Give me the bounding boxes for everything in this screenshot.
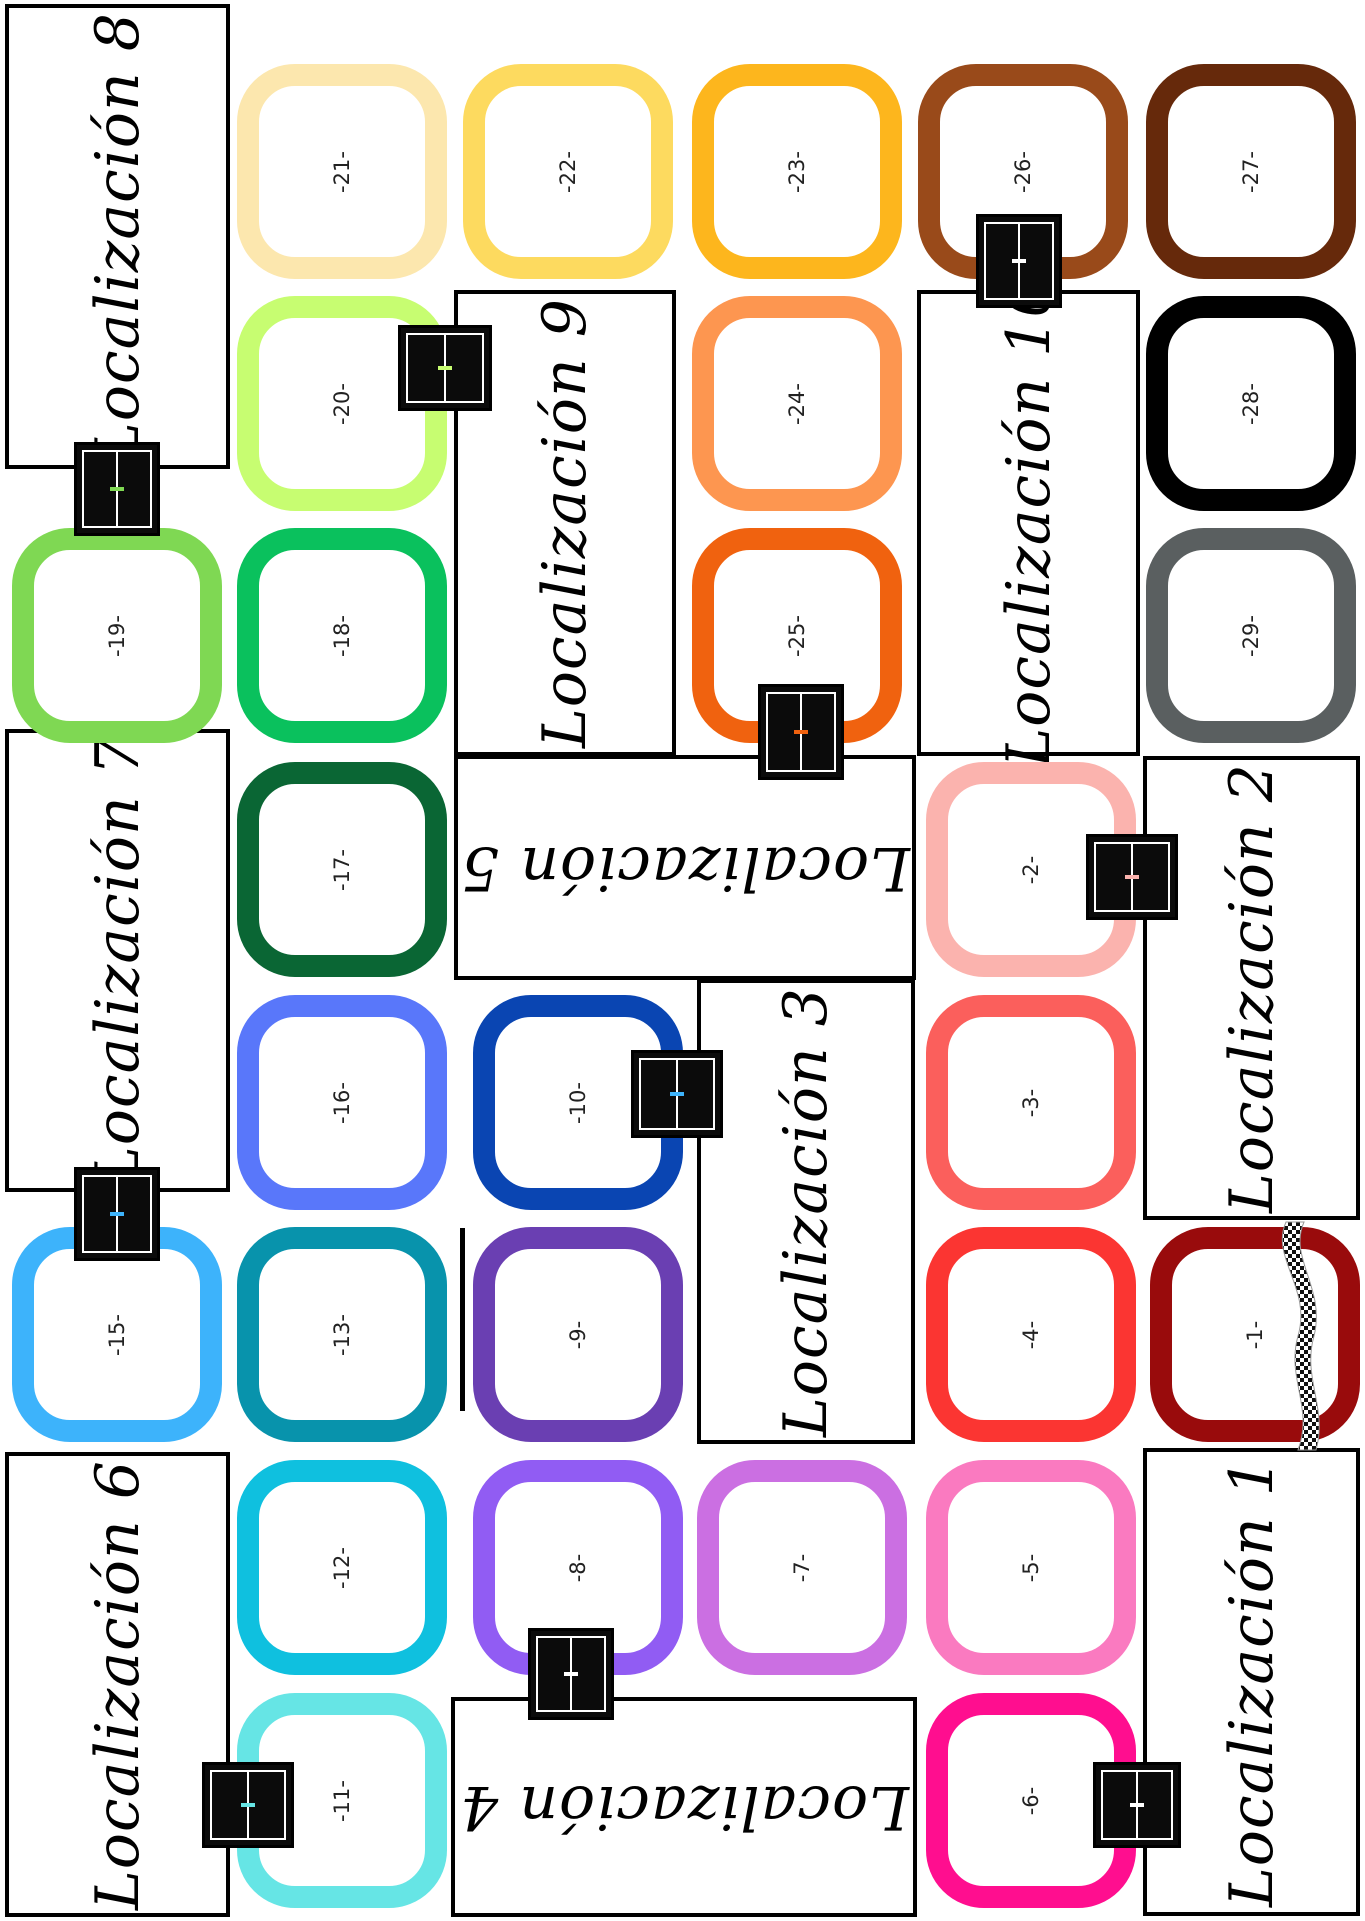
location-label: Localización 2 [1216,763,1287,1213]
tile-number: -3- [1019,1088,1043,1117]
tile-24[interactable]: -24- [692,296,902,511]
location-label: Localización 7 [82,735,153,1186]
tile-number: -27- [1239,150,1263,193]
tile-number: -29- [1239,614,1263,657]
tile-number: -22- [556,150,580,193]
location-8: Localización 8 [5,4,230,469]
door-knob-icon [794,730,808,734]
tile-number: -1- [1243,1320,1267,1349]
tile-number: -7- [790,1553,814,1582]
location-label: Localización 4 [459,1772,909,1842]
tile-28[interactable]: -28- [1146,296,1356,511]
location-label: Localización 1 [1216,1457,1287,1907]
door-tile-25[interactable] [758,684,844,780]
tile-3[interactable]: -3- [926,995,1136,1210]
tile-16[interactable]: -16- [237,995,447,1210]
door-knob-icon [110,1212,124,1216]
location-label: Localización 8 [82,11,153,462]
tile-17[interactable]: -17- [237,762,447,977]
location-2: Localización 2 [1143,756,1360,1220]
door-tile-8[interactable] [528,1628,614,1720]
door-knob-icon [670,1092,684,1096]
tile-8[interactable]: -8- [473,1460,683,1675]
tile-number: -9- [566,1320,590,1349]
tile-number: -17- [330,848,354,891]
door-tile-15[interactable] [74,1167,160,1261]
tile-27[interactable]: -27- [1146,64,1356,279]
tile-number: -20- [330,382,354,425]
tile-number: -6- [1019,1786,1043,1815]
tile-number: -5- [1019,1553,1043,1582]
door-knob-icon [110,487,124,491]
location-10: Localización 10 [917,278,1140,768]
tile-number: -21- [330,150,354,193]
tile-5[interactable]: -5- [926,1460,1136,1675]
tile-18[interactable]: -18- [237,528,447,743]
tile-19[interactable]: -19- [12,528,222,743]
tile-number: -25- [785,614,809,657]
tile-number: -16- [330,1081,354,1124]
tile-number: -2- [1019,855,1043,884]
door-knob-icon [564,1672,578,1676]
tile-4[interactable]: -4- [926,1227,1136,1442]
tile-13[interactable]: -13- [237,1227,447,1442]
door-tile-20[interactable] [398,325,492,411]
door-knob-icon [241,1803,255,1807]
door-knob-icon [438,366,452,370]
location-label: Localización 3 [771,986,841,1437]
door-knob-icon [1125,875,1139,879]
tile-number: -11- [330,1779,354,1822]
tile-12[interactable]: -12- [237,1460,447,1675]
tile-6[interactable]: -6- [926,1693,1136,1908]
door-knob-icon [1130,1803,1144,1807]
tile-number: -13- [330,1313,354,1356]
door-knob-icon [1012,259,1026,263]
tile-29[interactable]: -29- [1146,528,1356,743]
tile-number: -10- [566,1081,590,1124]
door-tile-19[interactable] [74,442,160,536]
tile-number: -15- [105,1313,129,1356]
tile-number: -28- [1239,382,1263,425]
tile-number: -8- [566,1553,590,1582]
door-tile-11[interactable] [202,1762,294,1848]
location-label: Localización 6 [82,1459,153,1910]
location-label: Localización 10 [993,278,1064,768]
checkered-start-band [1281,1221,1320,1451]
door-tile-2[interactable] [1086,834,1178,920]
tile-7[interactable]: -7- [697,1460,907,1675]
location-7: Localización 7 [5,729,230,1192]
door-tile-6[interactable] [1093,1762,1181,1848]
tile-number: -26- [1011,150,1035,193]
tile-22[interactable]: -22- [463,64,673,279]
tile-number: -18- [330,614,354,657]
tile-9[interactable]: -9- [473,1227,683,1442]
location-6: Localización 6 [5,1452,230,1917]
location-5: Localización 5 [454,755,916,980]
tile-number: -24- [785,382,809,425]
tile-number: -23- [785,150,809,193]
tile-23[interactable]: -23- [692,64,902,279]
tile-number: -4- [1019,1320,1043,1349]
tile-number: -19- [105,614,129,657]
tile-21[interactable]: -21- [237,64,447,279]
location-label: Localización 9 [530,298,600,748]
tile-1[interactable]: -1- [1150,1227,1360,1442]
tile-26[interactable]: -26- [918,64,1128,279]
divider-line [460,1228,465,1411]
door-tile-26[interactable] [976,214,1062,308]
location-3: Localización 3 [697,979,915,1444]
location-label: Localización 5 [460,832,910,903]
location-4: Localización 4 [451,1697,917,1917]
door-tile-10[interactable] [631,1050,723,1138]
tile-number: -12- [330,1546,354,1589]
